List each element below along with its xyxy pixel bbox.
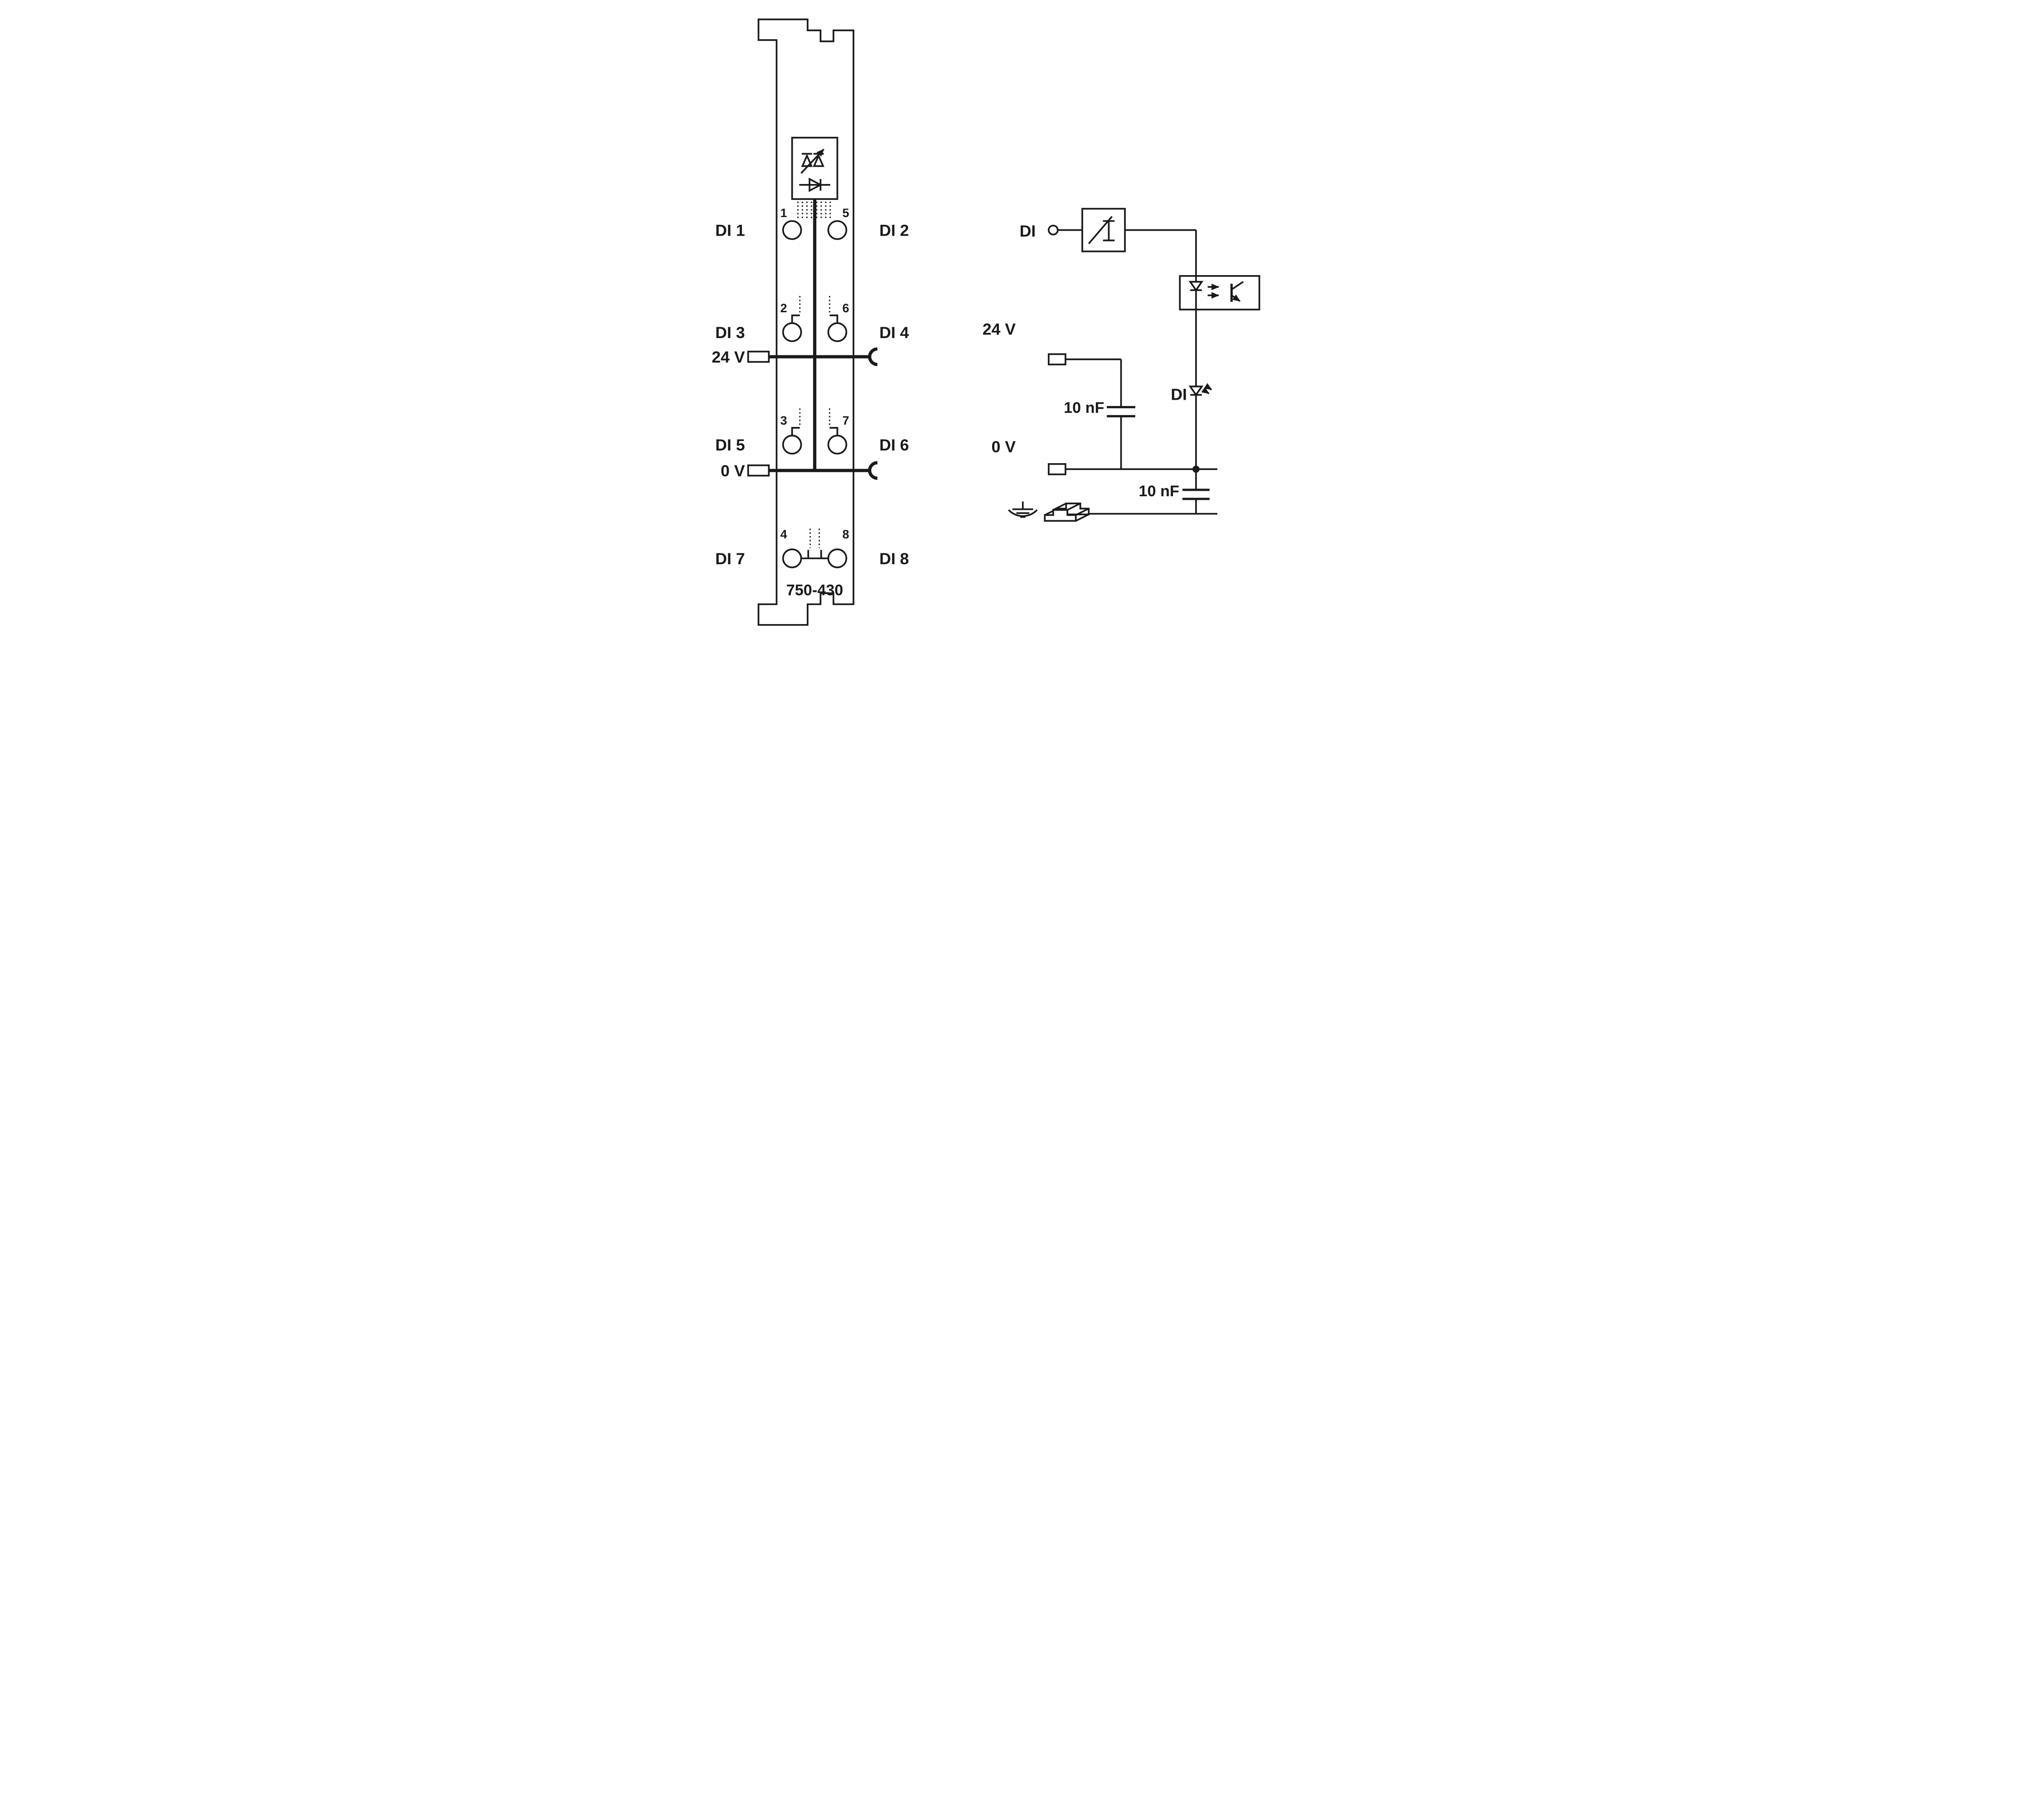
contact-6 <box>827 322 848 342</box>
earth-symbol-icon <box>1008 501 1038 518</box>
din-rail-icon <box>1044 503 1090 522</box>
status-led: DI <box>1171 383 1212 404</box>
label-di2: DI 2 <box>879 221 909 239</box>
hook-contact-2 <box>791 315 800 324</box>
label-di1: DI 1 <box>715 221 745 239</box>
supply-24v: 24 V 10 nF <box>983 320 1135 470</box>
contact-number-4: 4 <box>780 527 787 541</box>
power-rail-0v <box>747 461 878 480</box>
channel-schematic: DI DI <box>983 208 1260 522</box>
contact-1 <box>782 220 802 240</box>
schematic-label-di-led: DI <box>1171 386 1187 404</box>
rail-24v-jumper-contact-icon <box>868 347 878 366</box>
terminal-24v-icon <box>1048 353 1066 366</box>
led-triangle-2-icon <box>813 154 825 167</box>
label-di5: DI 5 <box>715 436 745 454</box>
connector-0v-icon <box>747 464 770 477</box>
schematic-label-di-input: DI <box>1020 222 1036 240</box>
phototransistor-collector <box>1231 281 1244 290</box>
di-input-terminal-icon <box>1048 224 1059 236</box>
junction-node <box>1192 465 1200 473</box>
opto-led-triangle-icon <box>1188 281 1204 292</box>
hook-contact-7 <box>829 427 838 436</box>
label-di3: DI 3 <box>715 324 745 342</box>
phototransistor-emitter-icon <box>1231 294 1241 302</box>
optocoupler-box <box>1179 275 1260 310</box>
contact-7 <box>827 435 848 455</box>
contact-number-1: 1 <box>780 206 787 220</box>
contact-2 <box>782 322 802 342</box>
led-diode-block <box>791 136 838 200</box>
schematic-label-0v: 0 V <box>992 438 1016 456</box>
power-rail-24v <box>747 347 878 366</box>
status-led-ray-1-icon <box>1201 387 1210 394</box>
hook-contact-6 <box>829 315 838 324</box>
led-arrow-icon <box>800 149 824 174</box>
filter-ibeam-icon <box>1103 220 1115 242</box>
contact-numbers: 1 5 2 6 3 7 4 8 <box>780 206 849 541</box>
terminal-0v-icon <box>1048 463 1066 475</box>
contact-4 <box>782 548 802 568</box>
label-0v: 0 V <box>721 462 745 480</box>
part-number: 750-430 <box>786 581 843 599</box>
contact-5 <box>827 220 848 240</box>
contact-number-2: 2 <box>780 301 787 315</box>
module-outline <box>757 18 855 626</box>
contact-3 <box>782 435 802 455</box>
schematic-label-24v: 24 V <box>983 320 1016 339</box>
io-module: 1 5 2 6 3 7 4 8 DI 1 DI 2 DI 3 DI 4 24 V… <box>712 18 909 626</box>
status-led-triangle-icon <box>1188 385 1204 397</box>
contact-8 <box>827 548 848 568</box>
input-filter-box <box>1081 208 1126 252</box>
supply-0v: 0 V <box>992 438 1218 475</box>
diode-triangle-icon <box>809 177 823 192</box>
capacitor-0v-icon <box>1182 489 1210 500</box>
status-led-ray-2-icon <box>1204 383 1212 391</box>
contact-number-3: 3 <box>780 413 787 427</box>
capacitor-24v-icon <box>1107 406 1135 417</box>
contacts <box>782 220 848 568</box>
contact-number-5: 5 <box>843 206 849 220</box>
label-di8: DI 8 <box>879 550 909 568</box>
label-cap-24v: 10 nF <box>1064 399 1104 416</box>
contact-number-6: 6 <box>843 301 849 315</box>
label-24v: 24 V <box>712 348 745 366</box>
rail-0v-jumper-contact-icon <box>868 461 878 480</box>
filter-frame <box>1081 208 1126 252</box>
channel-labels: DI 1 DI 2 DI 3 DI 4 24 V DI 5 DI 6 0 V D… <box>712 221 909 599</box>
label-di6: DI 6 <box>879 436 909 454</box>
wiring-diagram: 1 5 2 6 3 7 4 8 DI 1 DI 2 DI 3 DI 4 24 V… <box>654 0 1380 649</box>
contact-number-8: 8 <box>843 527 849 541</box>
led-block-frame <box>791 136 838 200</box>
label-cap-0v: 10 nF <box>1139 483 1179 500</box>
label-di4: DI 4 <box>879 324 909 342</box>
hook-contact-3 <box>791 427 800 436</box>
internal-bus <box>791 199 838 559</box>
contact-number-7: 7 <box>843 413 849 427</box>
label-di7: DI 7 <box>715 550 745 568</box>
connector-24v-icon <box>747 350 770 363</box>
earth-branch: 10 nF <box>1087 469 1218 515</box>
diagram-page: 1 5 2 6 3 7 4 8 DI 1 DI 2 DI 3 DI 4 24 V… <box>654 0 1380 649</box>
